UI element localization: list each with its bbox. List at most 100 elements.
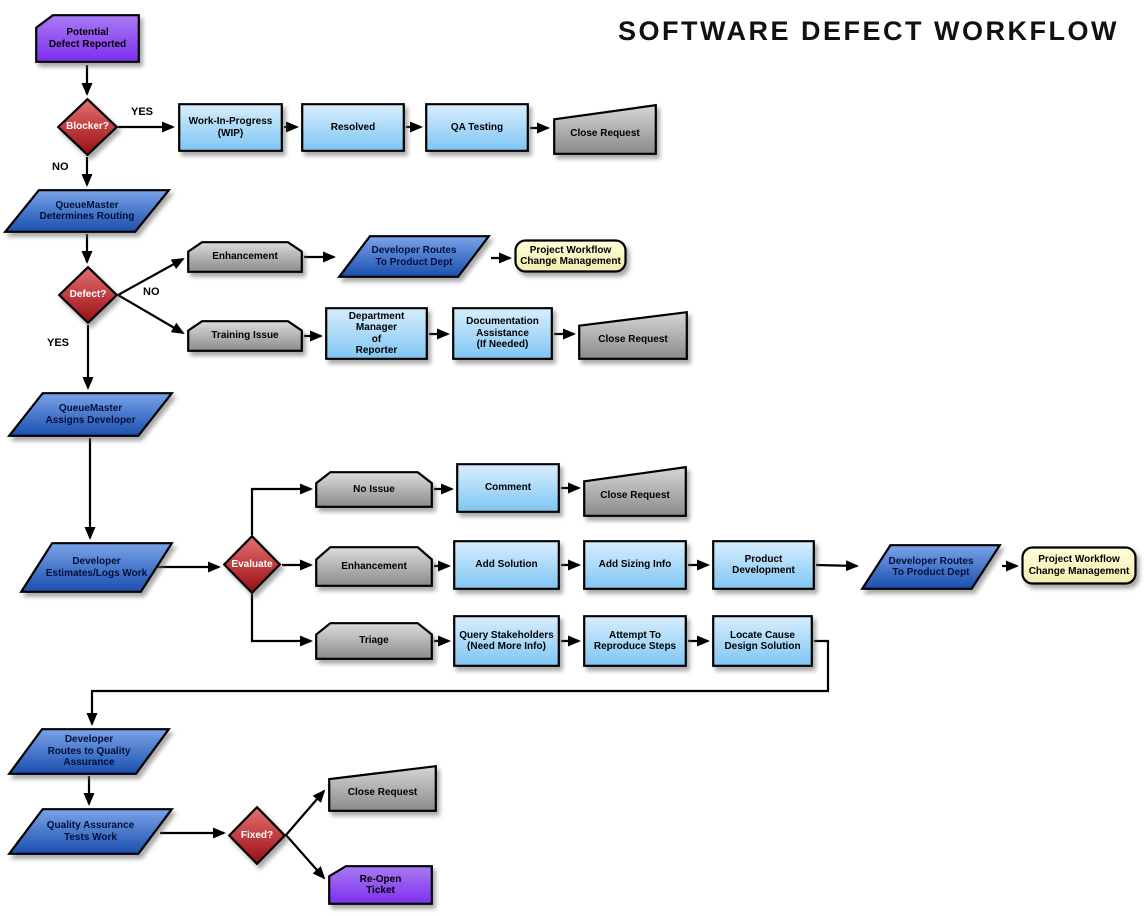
node-label: Close Request xyxy=(598,333,668,345)
node-qa-tests-work: Quality Assurance Tests Work xyxy=(6,808,175,855)
process-shape xyxy=(712,540,815,590)
node-close-request-3: Close Request xyxy=(583,465,687,517)
node-evaluate-decision: Evaluate xyxy=(222,534,282,595)
node-fixed-decision: Fixed? xyxy=(227,805,287,866)
decision-shape xyxy=(222,534,282,595)
external-shape xyxy=(514,239,627,273)
node-label: Training Issue xyxy=(211,330,279,342)
node-label: Developer Estimates/Logs Work xyxy=(45,556,148,579)
node-label: Developer Routes To Product Dept xyxy=(371,245,457,268)
process-shape xyxy=(712,615,813,667)
node-label: Project Workflow Change Management xyxy=(520,244,621,268)
branch-label-no: NO xyxy=(143,286,160,298)
branch-label-yes: YES xyxy=(131,106,154,118)
node-label: Project Workflow Change Management xyxy=(1028,554,1130,577)
start-shape xyxy=(328,865,433,905)
node-enhancement-2: Enhancement xyxy=(315,546,433,587)
terminator-shape xyxy=(578,310,688,360)
flow-connector xyxy=(250,483,313,535)
process-shape xyxy=(583,540,687,590)
diagram-title: SOFTWARE DEFECT WORKFLOW xyxy=(618,16,1119,46)
node-developer-routes-qa: Developer Routes to Quality Assurance xyxy=(7,728,171,775)
node-label: QueueMaster Assigns Developer xyxy=(45,403,136,426)
data-shape xyxy=(7,728,171,775)
node-no-issue: No Issue xyxy=(315,471,433,508)
node-blocker-decision: Blocker? xyxy=(56,97,119,157)
node-close-request-4: Close Request xyxy=(328,764,437,812)
flow-connector xyxy=(117,294,185,335)
node-documentation-assistance: Documentation Assistance (If Needed) xyxy=(452,307,553,360)
node-potential-defect-reported: Potential Defect Reported xyxy=(35,14,140,63)
branch-shape xyxy=(315,471,433,508)
data-shape xyxy=(2,189,172,233)
flow-connector xyxy=(815,560,859,572)
node-label: Close Request xyxy=(600,489,670,501)
branch-shape xyxy=(315,622,433,660)
process-shape xyxy=(301,103,405,152)
decision-shape xyxy=(56,97,119,157)
process-shape xyxy=(453,615,560,667)
node-label: Potential Defect Reported xyxy=(48,27,127,50)
node-locate-cause: Locate Cause Design Solution xyxy=(712,615,813,667)
node-label: Enhancement xyxy=(341,560,407,572)
node-developer-routes-product-2: Developer Routes To Product Dept xyxy=(860,544,1002,590)
node-label: Department Manager of Reporter xyxy=(348,310,405,357)
node-label: Work-In-Progress (WIP) xyxy=(188,116,273,139)
process-shape xyxy=(425,103,529,152)
node-label: Quality Assurance Tests Work xyxy=(46,820,135,843)
data-shape xyxy=(860,544,1002,590)
node-label: Developer Routes To Product Dept xyxy=(888,555,974,579)
node-label: Attempt To Reproduce Steps xyxy=(593,629,677,653)
node-label: Defect? xyxy=(69,289,107,301)
node-triage: Triage xyxy=(315,622,433,660)
node-project-workflow-2: Project Workflow Change Management xyxy=(1021,546,1137,585)
node-label: Add Sizing Info xyxy=(598,559,672,571)
flow-connector xyxy=(117,258,185,296)
process-shape xyxy=(178,103,283,152)
data-shape xyxy=(336,235,492,278)
branch-label-no: NO xyxy=(52,161,69,173)
branch-shape xyxy=(187,320,303,352)
node-attempt-reproduce: Attempt To Reproduce Steps xyxy=(583,615,687,667)
node-label: Documentation Assistance (If Needed) xyxy=(466,316,539,351)
node-work-in-progress: Work-In-Progress (WIP) xyxy=(178,103,283,152)
start-shape xyxy=(35,14,140,63)
node-label: No Issue xyxy=(353,483,395,495)
node-department-manager: Department Manager of Reporter xyxy=(325,307,428,360)
process-shape xyxy=(325,307,428,360)
node-label: Re-Open Ticket xyxy=(359,873,402,897)
node-label: Close Request xyxy=(347,786,418,798)
node-label: Developer Routes to Quality Assurance xyxy=(47,734,131,769)
node-add-solution: Add Solution xyxy=(453,540,560,590)
node-label: Query Stakeholders (Need More Info) xyxy=(459,629,554,653)
node-queuemaster-determines-routing: QueueMaster Determines Routing xyxy=(2,189,172,233)
node-product-development: Product Development xyxy=(712,540,815,590)
node-label: Enhancement xyxy=(212,251,278,263)
node-label: Locate Cause Design Solution xyxy=(724,629,801,653)
terminator-shape xyxy=(583,465,687,517)
branch-label-yes: YES xyxy=(47,337,70,349)
process-shape xyxy=(452,307,553,360)
node-label: Resolved xyxy=(330,121,376,133)
flow-connector xyxy=(285,834,326,880)
node-resolved: Resolved xyxy=(301,103,405,152)
node-training-issue: Training Issue xyxy=(187,320,303,352)
process-shape xyxy=(453,540,560,590)
decision-shape xyxy=(227,805,287,866)
node-close-request-1: Close Request xyxy=(553,103,657,155)
node-label: Product Development xyxy=(732,553,795,577)
branch-shape xyxy=(315,546,433,587)
process-shape xyxy=(456,463,560,513)
process-shape xyxy=(583,615,687,667)
node-label: Comment xyxy=(484,482,532,494)
node-label: Add Solution xyxy=(475,559,538,571)
node-enhancement-1: Enhancement xyxy=(187,241,303,273)
node-comment: Comment xyxy=(456,463,560,513)
node-close-request-2: Close Request xyxy=(578,310,688,360)
node-label: Evaluate xyxy=(231,558,273,570)
node-label: Triage xyxy=(359,635,389,647)
data-shape xyxy=(6,808,175,855)
node-project-workflow-1: Project Workflow Change Management xyxy=(514,239,627,273)
